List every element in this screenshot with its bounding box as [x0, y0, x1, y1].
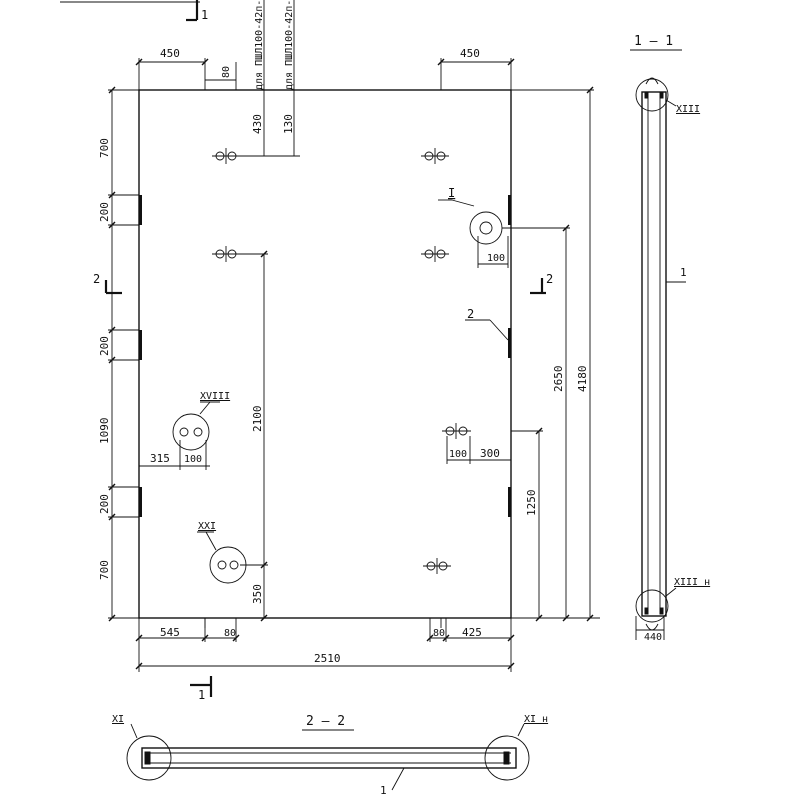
anchor-pairs: [212, 148, 471, 574]
dimension-ticks: [108, 58, 594, 670]
anchor-pair-right-3: [442, 423, 471, 439]
note-pshl-1: для ПШЛ100-42п-6б: [253, 0, 265, 90]
section-1-1-profile: [635, 77, 686, 640]
callout-node-XIII-top: XIII: [676, 104, 700, 115]
cut-2-left-label: 2: [93, 272, 100, 286]
dim-top-430: 430: [251, 114, 264, 134]
callout-node-XI-left: XI: [112, 714, 124, 725]
dim-315: 315: [150, 452, 170, 465]
detail-callout-XVIII: [172, 401, 220, 451]
callout-node-XXI: XXI: [198, 521, 216, 532]
dim-top-130: 130: [282, 114, 295, 134]
dim-bottom-80-left: 80: [224, 628, 236, 639]
dim-center-2100: 2100: [251, 406, 264, 433]
dim-left-200-c: 200: [98, 494, 111, 514]
cut-marker-1-bottom: [190, 676, 213, 697]
dim-100-right-top: 100: [487, 253, 505, 264]
dim-bottom-425: 425: [462, 626, 482, 639]
cut-marker-2-left: [104, 280, 122, 295]
anchor-pair-left-2: [212, 246, 240, 262]
view-1-1-title: 1 – 1: [634, 34, 673, 49]
section-2-2-profile: [126, 723, 530, 791]
dim-left-200-a: 200: [98, 202, 111, 222]
cut-marker-2-right: [530, 278, 546, 295]
dim-bottom-545: 545: [160, 626, 180, 639]
dim-left-200-b: 200: [98, 336, 111, 356]
dim-300: 300: [480, 447, 500, 460]
cut-1-top-label: 1: [201, 8, 208, 22]
anchor-pair-left-1: [212, 148, 240, 164]
dim-top-right-450: 450: [460, 47, 480, 60]
dim-top-left-450: 450: [160, 47, 180, 60]
callout-pos-1-side: 1: [680, 266, 687, 279]
dim-right-2650: 2650: [552, 366, 565, 393]
callout-pos-2: 2: [467, 307, 474, 321]
callout-pos-1-bottom: 1: [380, 784, 387, 797]
dim-bottom-80-right: 80: [433, 628, 445, 639]
callout-node-XVIII: XVIII: [200, 391, 230, 402]
dim-100-right-mid: 100: [449, 449, 467, 460]
detail-callout-XXI: [197, 531, 247, 584]
anchor-pair-right-2: [421, 246, 449, 262]
dim-100-left: 100: [184, 454, 202, 465]
callout-node-XIII-bottom: XIII н: [674, 577, 710, 588]
anchor-pair-right-4: [423, 558, 451, 574]
dim-top-80: 80: [221, 66, 232, 78]
leader-pos-2: [465, 319, 509, 341]
cut-2-right-label: 2: [546, 272, 553, 286]
note-pshl-2: для ПШЛ100-42п-8б: [283, 0, 295, 90]
left-edge-plates: [139, 195, 142, 517]
anchor-pair-right-1: [421, 148, 449, 164]
dim-left-700-top: 700: [98, 138, 111, 158]
dim-left-700-bottom: 700: [98, 560, 111, 580]
view-2-2-title: 2 – 2: [306, 714, 345, 729]
right-edge-plates: [508, 195, 511, 517]
callout-node-XI-right: XI н: [524, 714, 548, 725]
dimension-lines: [108, 0, 600, 672]
cut-marker-1-top: [186, 0, 199, 22]
dim-right-1250: 1250: [525, 490, 538, 517]
dim-overall-2510: 2510: [314, 652, 341, 665]
dim-left-1090: 1090: [98, 418, 111, 445]
cut-1-bottom-label: 1: [198, 688, 205, 702]
callout-node-I: I: [448, 186, 455, 200]
detail-callout-I: [438, 199, 503, 245]
dim-right-4180: 4180: [576, 366, 589, 393]
dim-section-440: 440: [644, 632, 662, 643]
dim-center-350: 350: [251, 584, 264, 604]
panel-outline: [138, 89, 512, 619]
lifting-loop-marks: [204, 80, 442, 628]
